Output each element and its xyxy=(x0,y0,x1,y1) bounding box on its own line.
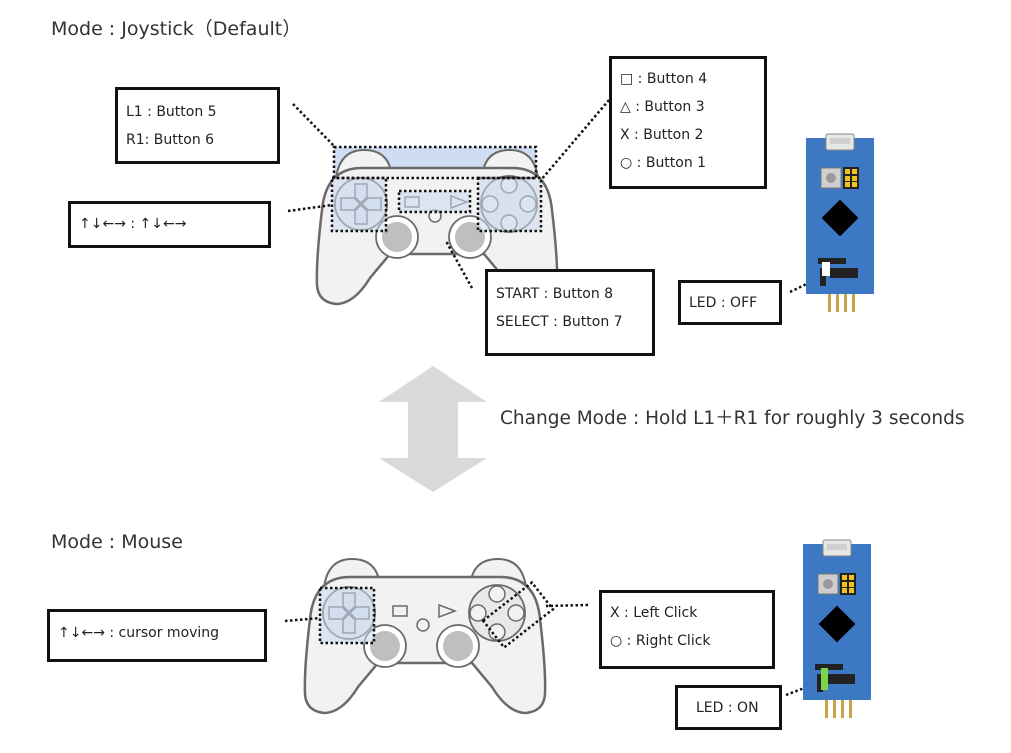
start-select-outline xyxy=(397,189,472,214)
led-on-label-box: LED : ON xyxy=(675,685,782,730)
face-buttons-label-box: □ : Button 4 △ : Button 3 X : Button 2 ○… xyxy=(609,56,767,189)
l1-label: L1 : Button 5 xyxy=(126,104,217,120)
select-label: SELECT : Button 7 xyxy=(496,314,623,330)
circle-label: ○ : Button 1 xyxy=(620,155,707,171)
dpad-label: ↑↓←→ : ↑↓←→ xyxy=(79,216,187,232)
microcontroller-board-icon xyxy=(805,133,875,313)
face-buttons-outline xyxy=(476,176,543,233)
square-label: □ : Button 4 xyxy=(620,71,708,87)
mode-joystick-title: Mode : Joystick（Default） xyxy=(51,18,302,40)
double-arrow-icon xyxy=(379,366,487,492)
start-label: START : Button 8 xyxy=(496,286,614,302)
dpad-mouse-label-box: ↑↓←→ : cursor moving xyxy=(47,609,267,662)
change-mode-label: Change Mode : Hold L1＋R1 for roughly 3 s… xyxy=(500,408,965,429)
dpad-mouse-label: ↑↓←→ : cursor moving xyxy=(58,625,220,641)
led-off-label-box: LED : OFF xyxy=(678,280,782,325)
face-mouse-label-box: X : Left Click ○ : Right Click xyxy=(599,590,775,669)
led-on-label: LED : ON xyxy=(696,700,759,716)
right-click-label: ○ : Right Click xyxy=(610,633,711,649)
left-click-label: X : Left Click xyxy=(610,605,698,621)
top-section-graphics xyxy=(287,99,875,313)
bottom-section-graphics xyxy=(284,539,872,719)
mode-mouse-title: Mode : Mouse xyxy=(51,531,183,553)
dpad-label-box: ↑↓←→ : ↑↓←→ xyxy=(68,201,271,248)
r1-label: R1: Button 6 xyxy=(126,132,215,148)
dpad-outline xyxy=(330,176,388,233)
microcontroller-board-icon-mouse xyxy=(802,539,872,719)
shoulder-label-box: L1 : Button 5 R1: Button 6 xyxy=(115,87,280,164)
led-on xyxy=(821,668,828,690)
start-select-label-box: START : Button 8 SELECT : Button 7 xyxy=(485,269,655,356)
face-buttons-outline-mouse xyxy=(481,580,555,650)
led-off-label: LED : OFF xyxy=(689,295,758,311)
led-off xyxy=(822,262,830,276)
shoulder-outline xyxy=(332,145,538,180)
triangle-label: △ : Button 3 xyxy=(620,99,705,115)
dpad-outline-mouse xyxy=(318,586,376,645)
x-label: X : Button 2 xyxy=(620,127,704,143)
